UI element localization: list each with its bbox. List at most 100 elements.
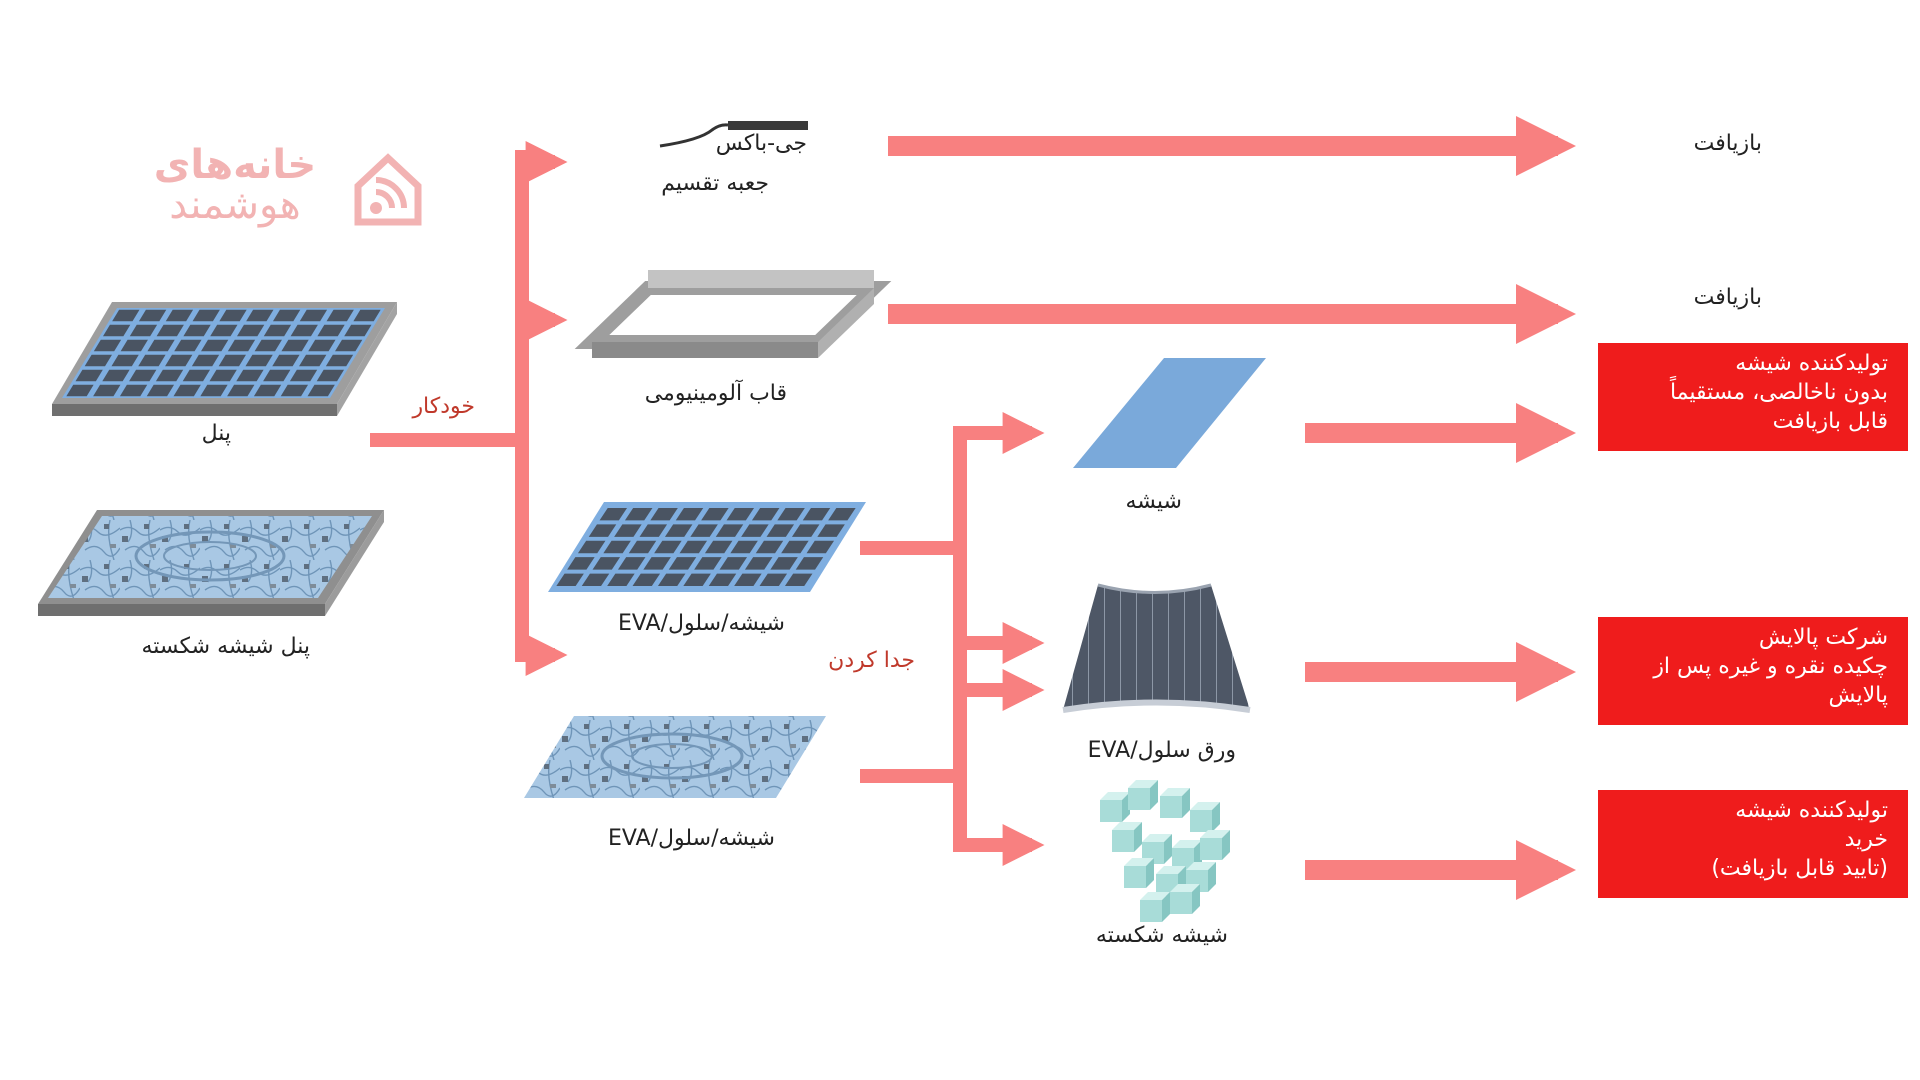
solar-cell [254,339,282,352]
glass-cube-top [1170,884,1200,892]
glass-cube-side [1150,780,1158,810]
watermark-text-bottom: هوشمند [169,182,301,228]
solar-cell [766,524,795,537]
solar-cell [802,507,831,521]
solar-cell [192,309,220,322]
label-glass-cell-eva-1: شیشه/سلول/EVA [618,611,785,636]
solar-cell [326,309,354,322]
solar-cell [191,354,220,367]
glass-cube-side [1164,834,1172,864]
solar-cell [209,369,237,382]
solar-cell [614,524,642,537]
solar-cell [628,540,657,554]
glass-cell-eva-illustration [548,502,866,592]
solar-cell [138,309,167,322]
solar-cell [289,369,318,382]
solar-cell [308,339,336,352]
solar-cell [744,557,773,570]
label-recycle-1: بازیافت [1693,131,1762,156]
solar-cell [694,557,722,570]
label-automatic: خودکار [412,394,475,419]
solar-cell [607,573,635,587]
glass-cube-face [1140,900,1162,922]
solar-cell [325,354,354,367]
glass-cube-face [1170,892,1192,914]
solar-cell [643,557,671,570]
solar-cell [715,524,744,537]
glass-cube-side [1146,858,1154,888]
jbox-illustration [659,121,808,148]
solar-cell [183,324,211,337]
solar-cell [726,507,755,521]
broken-glass-illustration [1100,780,1230,922]
solar-cell [650,507,678,521]
glass-cube-top [1142,834,1172,842]
solar-cell [741,524,769,537]
destination-box-glass-buyer: تولیدکننده شیشه خرید (تایید قابل بازیافت… [1598,790,1908,898]
label-glass-cell-eva-2: شیشه/سلول/EVA [608,826,775,851]
glass-cube-side [1162,892,1170,922]
solar-cell [200,384,228,397]
label-cell-eva-sheet: ورق سلول/EVA [1087,738,1236,763]
glass-cube-top [1124,858,1154,866]
solar-cell [683,573,711,587]
solar-cell [759,573,788,587]
solar-cell [102,369,130,382]
solar-cell [272,354,300,367]
solar-cell [679,540,708,554]
solar-cell [704,540,733,554]
solar-cell [155,369,184,382]
solar-cell [806,540,835,554]
solar-cell [668,557,697,570]
solar-cell [784,573,813,587]
label-jbox: جی-باکس [715,131,807,156]
solar-cell [317,324,345,337]
arrow-separation-splitter [860,412,1045,866]
label-panel: پنل [201,421,231,446]
solar-cell [66,384,94,397]
panel-glass [62,308,385,398]
cell-eva-sheet-illustration [1062,583,1251,713]
glass-cube-top [1172,840,1202,848]
box2-line2: چکیده نقره و غیره پس از [1653,654,1888,679]
solar-cell [263,324,292,337]
solar-cell [290,324,318,337]
solar-cell [253,384,282,397]
solar-panel-illustration [52,302,397,416]
solar-cell [734,573,762,587]
solar-cell [146,384,175,397]
glass-cube-face [1200,838,1222,860]
aluminum-frame-illustration [574,270,892,358]
solar-cell [690,524,718,537]
panel-frame-side [337,302,397,416]
solar-cell [299,354,327,367]
solar-cell [639,524,668,537]
glass-cube-face [1124,866,1146,888]
solar-cell [156,324,184,337]
solar-cell [236,324,265,337]
solar-cell [795,557,824,570]
solar-cell [227,339,256,352]
box3-line3: (تایید قابل بازیافت) [1711,856,1888,881]
solar-cell [281,339,309,352]
solar-cell [781,540,809,554]
solar-cell [581,573,610,587]
glass-cube-face [1100,800,1122,822]
box1-line2: بدون ناخالصی، مستقیماً [1669,380,1888,405]
solar-cell [567,557,595,570]
glass-cube-side [1192,884,1200,914]
glass-cube-side [1212,802,1220,832]
glass-cell-eva-broken-illustration [524,716,826,798]
solar-cell [227,384,255,397]
solar-cell [84,354,112,367]
solar-cell [93,384,121,397]
glass-cube-top [1100,792,1130,800]
watermark-text-top: خانه‌های [153,142,317,188]
label-recycle-2: بازیافت [1693,285,1762,310]
label-broken-glass: شیشه شکسته [1095,923,1228,948]
solar-cell [592,557,621,570]
solar-cell [556,573,584,587]
solar-cell [263,369,291,382]
solar-cell [770,557,798,570]
glass-cube-side [1182,788,1190,818]
